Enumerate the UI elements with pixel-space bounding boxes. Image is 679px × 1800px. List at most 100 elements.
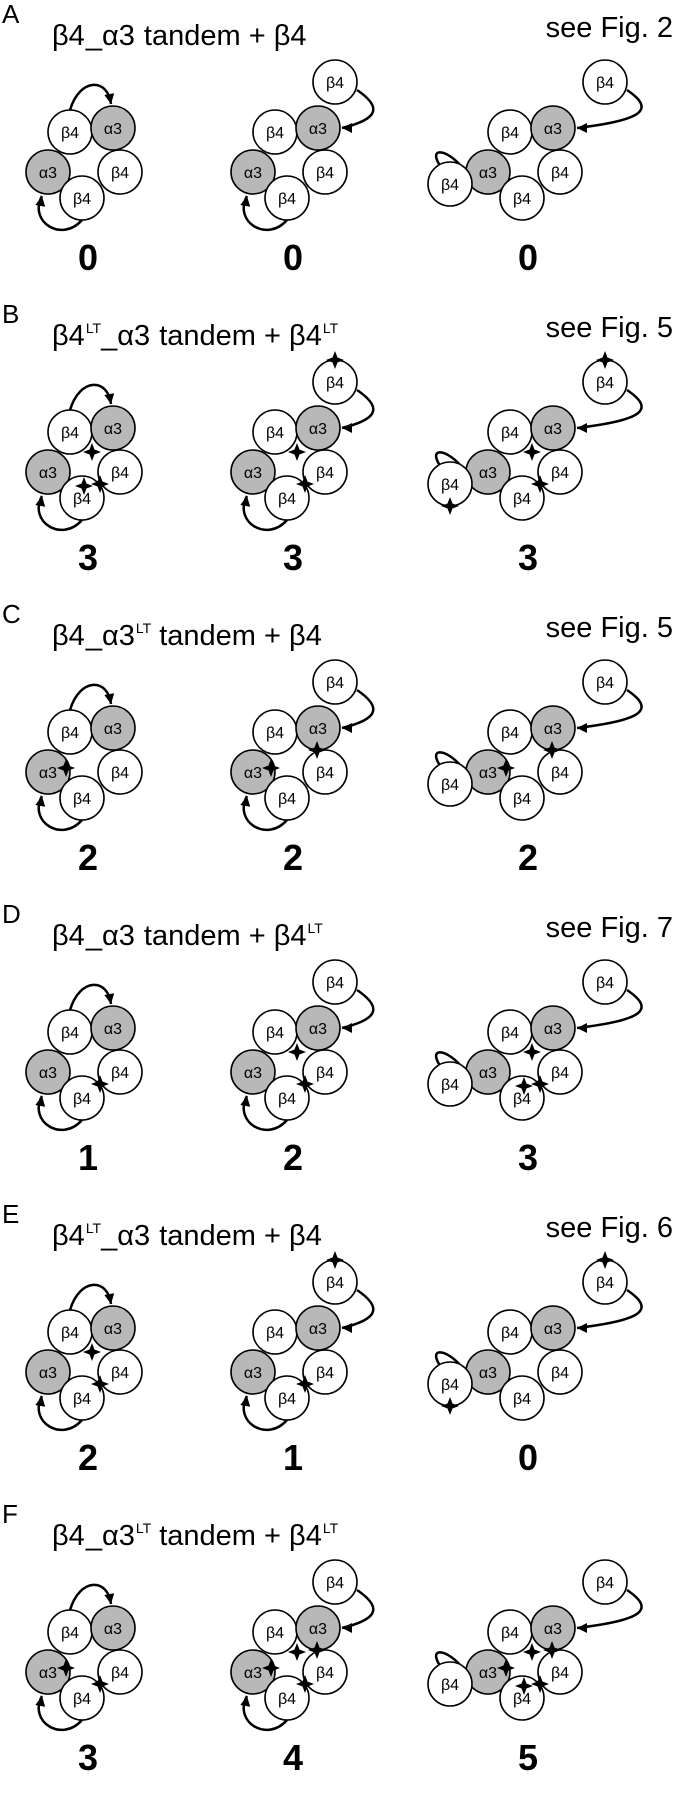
beta4-subunit-label: β4 <box>278 491 296 508</box>
arrowhead-top <box>342 123 352 133</box>
beta4-subunit-label: β4 <box>266 425 284 442</box>
beta4-subunit: β4 <box>59 1375 105 1421</box>
beta4-subunit: β4 <box>59 1675 105 1721</box>
tandem-linker-arrow-top <box>576 1288 643 1330</box>
alpha3-subunit-circle <box>295 405 341 451</box>
free-beta4-subunit-label: β4 <box>326 1275 344 1292</box>
beta4-subunit-label: β4 <box>73 1691 91 1708</box>
lt-count: 2 <box>78 837 98 878</box>
free-beta4-subunit: β4 <box>427 761 473 807</box>
alpha3-subunit-circle <box>25 1649 71 1695</box>
figure-reference: see Fig. 7 <box>545 912 673 944</box>
beta4-subunit-circle <box>97 149 143 195</box>
alpha3-subunit-label: α3 <box>544 721 562 738</box>
beta4-subunit-label: β4 <box>111 1665 129 1682</box>
beta4-subunit-label: β4 <box>73 791 91 808</box>
lt-mutation-star <box>57 759 75 777</box>
alpha3-subunit: α3 <box>295 405 341 451</box>
beta4-subunit-circle <box>97 1349 143 1395</box>
arrowhead-top <box>342 1023 352 1033</box>
lt-mutation-star <box>296 1075 314 1093</box>
tandem-linker-arrow-top <box>576 1588 643 1630</box>
beta4-subunit: β4 <box>252 709 298 755</box>
free-beta4-subunit: β4 <box>312 659 358 705</box>
beta4-subunit: β4 <box>97 749 143 795</box>
arrowhead-top <box>104 993 115 1004</box>
beta4-subunit-circle <box>499 1075 545 1121</box>
beta4-subunit-label: β4 <box>513 791 531 808</box>
alpha3-subunit: α3 <box>465 749 511 795</box>
beta4-subunit-label: β4 <box>278 1391 296 1408</box>
lt-mutation-star <box>523 1043 541 1061</box>
alpha3-subunit-label: α3 <box>544 1621 562 1638</box>
free-beta4-subunit: β4 <box>427 161 473 207</box>
alpha3-subunit-label: α3 <box>244 165 262 182</box>
lt-mutation-star <box>515 1677 533 1695</box>
tandem-linker-arrow-top <box>576 688 643 730</box>
beta4-subunit-label: β4 <box>501 125 519 142</box>
beta4-subunit-circle <box>59 1075 105 1121</box>
arrowhead-bottom <box>240 796 251 807</box>
lt-mutation-star <box>531 1675 549 1693</box>
beta4-subunit-label: β4 <box>513 1391 531 1408</box>
figure-reference: see Fig. 6 <box>545 1212 673 1244</box>
beta4-subunit-label: β4 <box>61 1325 79 1342</box>
alpha3-subunit-label: α3 <box>244 765 262 782</box>
beta4-subunit-circle <box>97 1049 143 1095</box>
alpha3-subunit-label: α3 <box>104 721 122 738</box>
lt-mutation-star <box>288 1043 306 1061</box>
alpha3-subunit-label: α3 <box>309 721 327 738</box>
alpha3-subunit: α3 <box>90 1005 136 1051</box>
free-beta4-subunit-label: β4 <box>326 75 344 92</box>
beta4-subunit-label: β4 <box>278 1091 296 1108</box>
free-beta4-subunit-circle <box>582 59 628 105</box>
alpha3-subunit-label: α3 <box>39 165 57 182</box>
beta4-subunit-label: β4 <box>61 1025 79 1042</box>
lt-mutation-star <box>308 741 326 759</box>
lt-mutation-star <box>57 1659 75 1677</box>
free-beta4-subunit-label: β4 <box>441 177 459 194</box>
beta4-subunit: β4 <box>97 449 143 495</box>
lt-mutation-star <box>262 759 280 777</box>
arrowhead-top <box>577 1023 587 1033</box>
beta4-subunit-label: β4 <box>278 191 296 208</box>
panel-title: β4_α3LT tandem + β4LT <box>52 1520 339 1552</box>
arrowhead-top <box>104 1293 115 1304</box>
free-beta4-subunit-circle <box>427 1061 473 1107</box>
alpha3-subunit: α3 <box>25 1649 71 1695</box>
beta4-subunit: β4 <box>97 1349 143 1395</box>
alpha3-subunit-label: α3 <box>104 1621 122 1638</box>
beta4-subunit: β4 <box>487 109 533 155</box>
beta4-subunit: β4 <box>47 1309 93 1355</box>
beta4-subunit: β4 <box>537 1349 583 1395</box>
lt-count: 3 <box>283 537 303 578</box>
beta4-subunit: β4 <box>97 1649 143 1695</box>
alpha3-subunit: α3 <box>530 405 576 451</box>
lt-mutation-star <box>326 1251 344 1269</box>
panel-label: A <box>2 0 20 29</box>
lt-mutation-star <box>83 1343 101 1361</box>
beta4-subunit: β4 <box>59 1075 105 1121</box>
beta4-subunit-label: β4 <box>111 765 129 782</box>
panel-title: β4LT_α3 tandem + β4LT <box>52 320 339 352</box>
alpha3-subunit: α3 <box>230 449 276 495</box>
alpha3-subunit-label: α3 <box>544 1321 562 1338</box>
alpha3-subunit-circle <box>230 749 276 795</box>
free-beta4-subunit-circle <box>582 959 628 1005</box>
lt-mutation-star <box>83 443 101 461</box>
arrowhead-bottom <box>240 1396 251 1407</box>
beta4-subunit-label: β4 <box>111 165 129 182</box>
lt-mutation-star <box>288 443 306 461</box>
beta4-subunit: β4 <box>252 1009 298 1055</box>
arrowhead-top <box>104 1593 115 1604</box>
free-beta4-subunit-circle <box>312 1559 358 1605</box>
free-beta4-subunit: β4 <box>582 59 628 105</box>
beta4-subunit-label: β4 <box>266 125 284 142</box>
beta4-subunit-circle <box>59 1375 105 1421</box>
